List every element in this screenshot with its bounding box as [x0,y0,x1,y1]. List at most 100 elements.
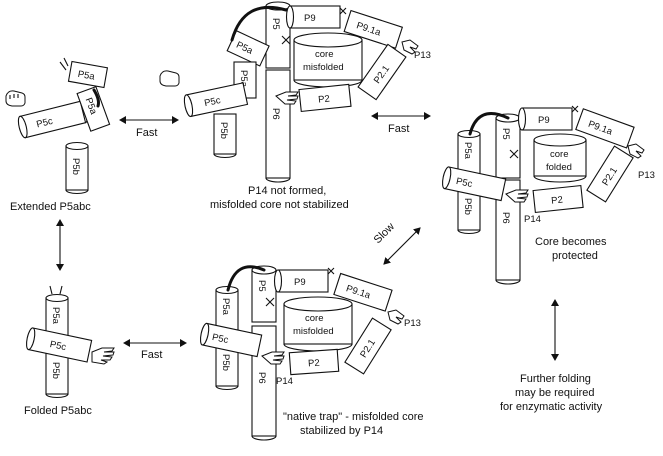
helix-p5b: P5b [65,141,89,195]
label-p5a-trap: P5a [220,298,231,316]
label-p6-trap: P6 [256,372,267,384]
label-p9-top: P9 [304,13,316,24]
cross-marks-top [281,7,347,45]
core-label-line2-trap: misfolded [293,326,334,337]
caption-further-line2: may be required [515,387,595,399]
helix-p9-1a-trap: P9.1a [333,272,393,312]
caption-folded: Folded P5abc [24,405,92,417]
caption-further-line1: Further folding [520,373,591,385]
label-p13-top: P13 [414,50,431,61]
helix-p2-right: P2 [532,184,584,214]
label-p5b-trap: P5b [220,354,231,371]
helix-p5a-folded: P5a [45,293,69,339]
label-p2-right: P2 [551,195,564,207]
helix-p9-trap: P9 [273,269,329,293]
helix-p5a-trap: P5a [215,285,239,331]
core-label-line2-right: folded [546,162,572,173]
label-p5a-folded: P5a [50,307,61,325]
label-p5b: P5b [70,158,81,175]
label-p5a-top-vertical: P5a [238,70,249,88]
helix-p9-1a-right: P9.1a [575,108,635,149]
helix-p5-trap: P5 [251,265,277,323]
helix-p5a-right: P5a [457,129,481,175]
helix-p5c-folded: P5c [25,327,93,363]
hand-p13-right [627,143,645,159]
arrow-slow: Slow [372,221,421,265]
core-label-line1-top: core [315,49,333,60]
caption-protected-line2: protected [552,250,598,262]
helix-p5b-trap: P5b [215,345,239,391]
misfolded-unstabilized-structure: P6 P5 P5a P5a P5b P5c [159,1,431,211]
helix-p5c: P5c [17,100,88,139]
label-p2-top: P2 [318,93,331,105]
label-p5a-right: P5a [462,142,473,160]
caption-top-line1: P14 not formed, [248,185,326,197]
label-p5c-folded: P5c [49,339,68,353]
label-p9-right: P9 [538,115,550,126]
label-p6-top: P6 [270,108,281,120]
thick-linker-top [230,5,288,42]
helix-p9-1a-top: P9.1a [343,9,404,49]
core-label-line1-trap: core [305,313,323,324]
handshake-p14-trap [261,351,285,365]
extended-p5abc-structure: P5b P5c P5a P5a Extended P5abc [5,57,111,213]
helix-p2-trap: P2 [288,348,340,376]
label-p13-right: P13 [638,170,655,181]
arrow-fast-top: Fast [119,116,179,139]
label-p14-right: P14 [524,214,541,225]
label-p13-trap: P13 [404,318,421,329]
hand-p13-trap [387,309,405,325]
thick-linker-trap [226,265,266,292]
native-trap-structure: P6 P5 P5a P5b P5c P9 P [199,265,423,441]
caption-top-line2: misfolded core not stabilized [210,199,349,211]
label-p5b-top: P5b [218,122,229,139]
label-p5-top: P5 [270,18,281,30]
label-p5c-trap: P5c [211,332,230,346]
label-p5c: P5c [35,116,54,131]
helix-p2-1-trap: P2.1 [344,317,392,375]
label-fast-bottom: Fast [141,349,162,361]
caption-extended: Extended P5abc [10,201,91,213]
cross-marks-trap [265,267,335,307]
core-misfolded-trap: core misfolded [283,296,353,352]
helix-p5c-right: P5c [441,166,507,202]
helix-p5c-top: P5c [183,82,249,118]
label-p5a-upper: P5a [77,69,96,83]
core-label-line2-top: misfolded [303,62,344,73]
fist-icon [5,90,26,107]
label-p5c-top: P5c [203,95,222,109]
label-fast-right: Fast [388,123,409,135]
label-slow: Slow [372,221,397,246]
helix-p9-top: P9 [285,5,341,29]
caption-trap-line1: "native trap" - misfolded core [283,411,423,423]
arrow-fast-bottom: Fast [123,339,187,361]
folded-p5abc-structure: P5a P5b P5c Folded P5abc [24,285,115,417]
helix-p5c-trap: P5c [199,322,263,358]
open-hand-icon-top [275,91,299,105]
caption-protected-line1: Core becomes [535,236,607,248]
label-p5c-right: P5c [455,176,474,190]
core-label-line1-right: core [550,149,568,160]
core-folded-right: core folded [533,133,587,183]
label-fast-top: Fast [136,127,157,139]
label-p5-right: P5 [500,128,511,140]
caption-further-line3: for enzymatic activity [500,401,603,413]
label-p5-trap: P5 [256,280,267,292]
helix-p6-top: P6 [265,69,291,183]
open-hand-icon [91,347,115,365]
helix-p5b-right: P5b [457,189,481,235]
cross-marks-right [509,105,579,159]
helix-p5b-top: P5b [213,113,237,159]
thick-linker-right [468,112,510,136]
arrow-fast-right: Fast [371,112,431,135]
helix-p5a-lower: P5a [76,86,111,132]
helix-p5b-folded: P5b [45,351,69,399]
helix-p5a-upper: P5a [67,60,109,89]
label-p2-trap: P2 [308,358,320,370]
core-protected-structure: P6 P5 P5a P5b P5c P9 P [441,105,655,285]
handshake-p14-right [505,189,529,203]
core-misfolded-top: core misfolded [293,32,363,88]
helix-p9-right: P9 [517,107,573,131]
helix-p2-top: P2 [298,83,352,113]
